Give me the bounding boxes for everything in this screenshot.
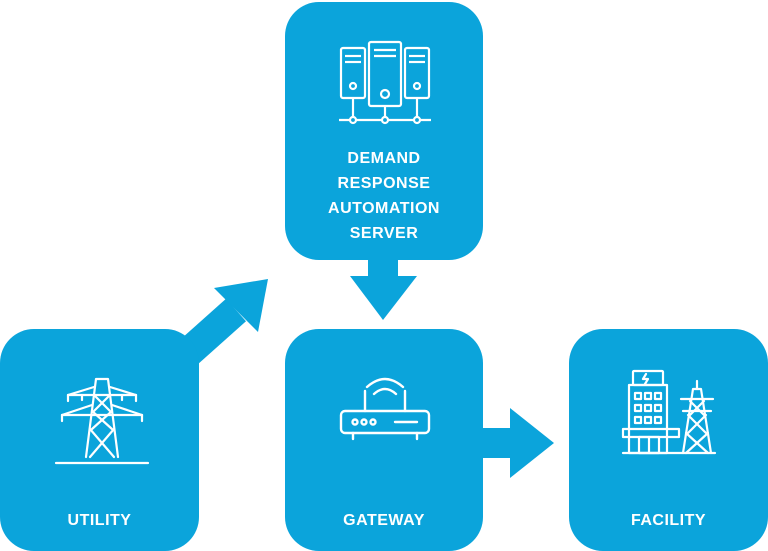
gateway-label: GATEWAY [343,512,425,529]
node-gateway: GATEWAY [285,329,483,551]
node-facility: FACILITY [569,329,768,551]
facility-label: FACILITY [630,512,707,529]
node-utility: UTILITY [0,329,199,551]
server-rack-icon [339,40,431,125]
server-label: DEMAND RESPONSE AUTOMATION SERVER [285,146,483,246]
server-label-line-4: SERVER [349,225,419,242]
server-label-line-3: AUTOMATION [328,200,440,217]
server-label-line-2: RESPONSE [337,175,431,192]
server-label-line-1: DEMAND [347,150,421,167]
facility-building-icon [621,369,717,455]
power-tower-icon [54,377,150,465]
node-demand-response-server: DEMAND RESPONSE AUTOMATION SERVER [285,2,483,260]
wifi-router-icon [339,377,431,441]
arrow-gateway-to-facility [476,408,554,478]
utility-label: UTILITY [67,512,132,529]
